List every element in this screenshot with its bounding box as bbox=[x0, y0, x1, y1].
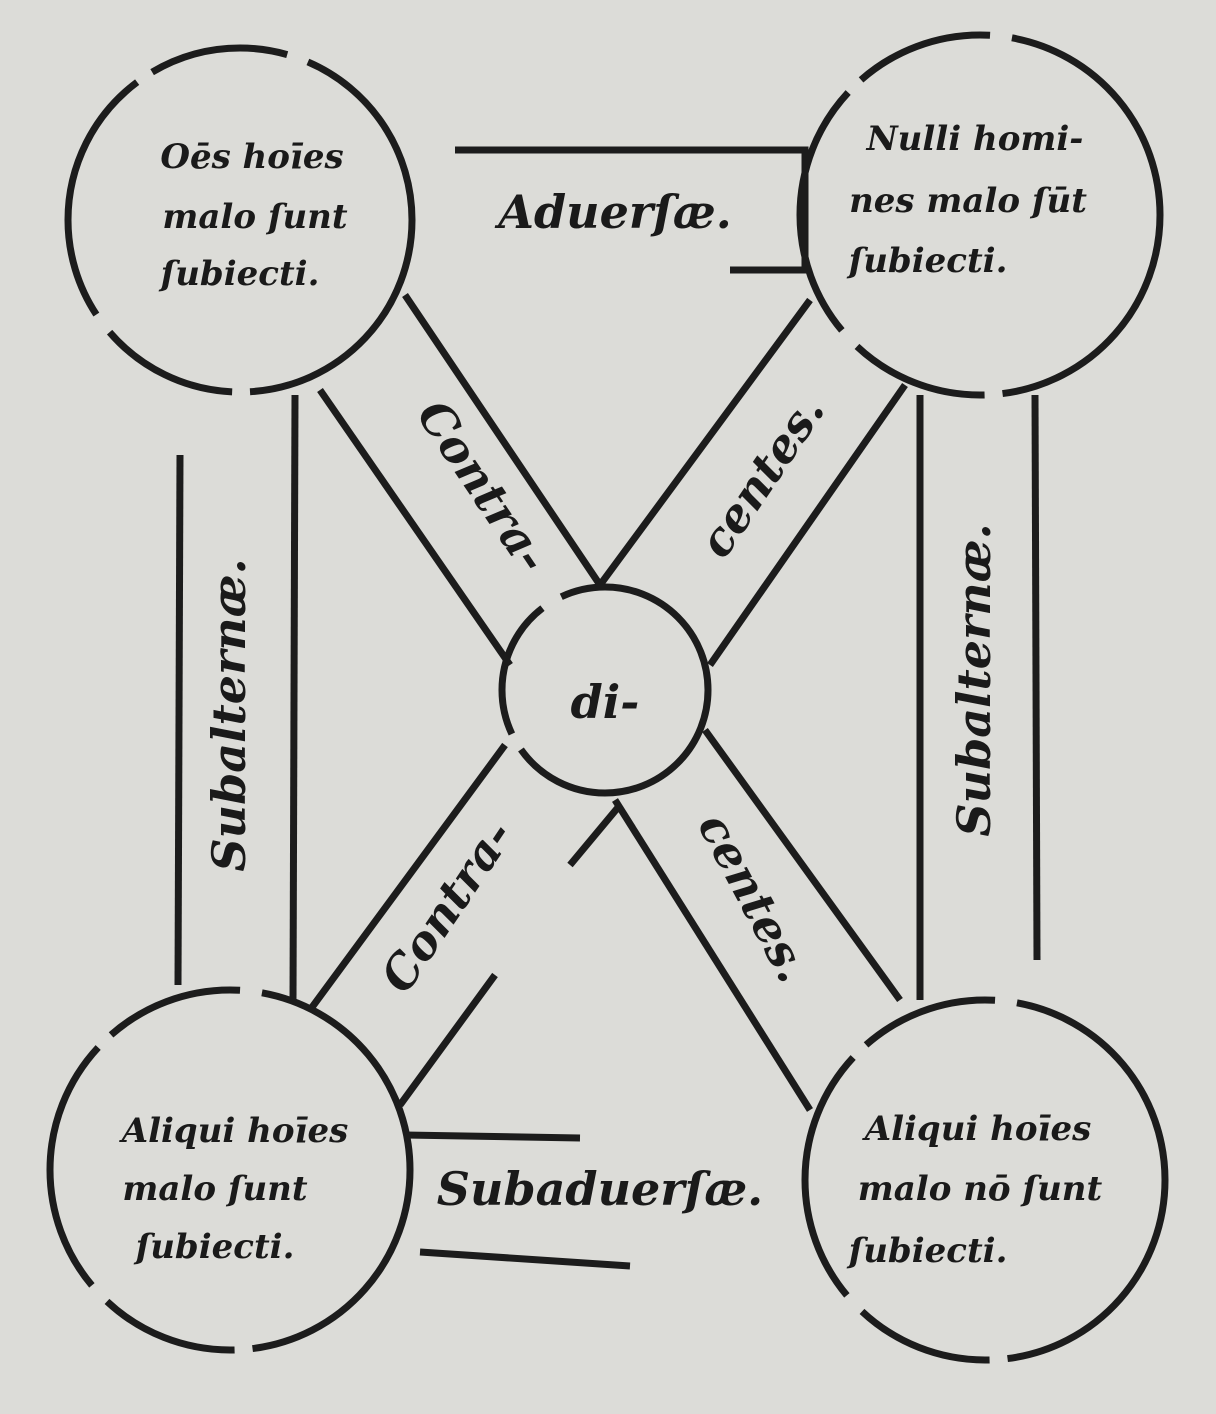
band-left-line bbox=[174, 454, 184, 986]
band-bottom-line bbox=[404, 1131, 581, 1142]
label-subalternae-left: Subalternæ. bbox=[202, 558, 256, 871]
label-centes-upper: centes. bbox=[688, 385, 835, 567]
svg-text:malo nō ſunt: malo nō ſunt bbox=[858, 1169, 1103, 1209]
proposition-top-left: Oēs hoīes malo ſunt ſubiecti. bbox=[158, 137, 348, 294]
circle-top-left bbox=[64, 44, 416, 396]
band-diagonal-line bbox=[397, 972, 498, 1108]
label-center-di: di- bbox=[571, 675, 640, 729]
band-right-line bbox=[1031, 394, 1041, 961]
svg-text:Oēs hoīes: Oēs hoīes bbox=[160, 137, 343, 177]
band-diagonal-line bbox=[597, 297, 813, 588]
svg-text:nes malo ſūt: nes malo ſūt bbox=[849, 181, 1087, 221]
band-diagonal-line bbox=[567, 802, 623, 868]
label-centes-lower: centes. bbox=[687, 804, 821, 991]
band-diagonal-line bbox=[707, 382, 908, 668]
band-diagonal-line bbox=[317, 388, 513, 667]
band-diagonal-line bbox=[402, 293, 603, 587]
svg-text:Aliqui hoīes: Aliqui hoīes bbox=[119, 1111, 349, 1151]
proposition-top-right: Nulli homi- nes malo ſūt ſubiecti. bbox=[846, 119, 1088, 281]
svg-text:malo ſunt: malo ſunt bbox=[122, 1169, 308, 1209]
band-diagonal-line bbox=[307, 742, 508, 1013]
circle-bottom-left bbox=[46, 986, 414, 1354]
label-aduersae: Aduerſæ. bbox=[494, 185, 731, 239]
band-diagonal-line bbox=[702, 727, 903, 1003]
svg-text:Aliqui hoīes: Aliqui hoīes bbox=[862, 1109, 1092, 1149]
svg-text:ſubiecti.: ſubiecti. bbox=[158, 254, 320, 294]
circle-top-right bbox=[796, 31, 1164, 399]
circle-center bbox=[498, 583, 712, 797]
proposition-bottom-left: Aliqui hoīes malo ſunt ſubiecti. bbox=[119, 1111, 349, 1267]
circle-bottom-right bbox=[801, 996, 1169, 1364]
svg-text:ſubiecti.: ſubiecti. bbox=[846, 1231, 1008, 1271]
svg-text:ſubiecti.: ſubiecti. bbox=[133, 1227, 295, 1267]
band-bottom-line bbox=[419, 1248, 631, 1270]
label-subalternae-right: Subalternæ. bbox=[947, 523, 1001, 836]
svg-text:ſubiecti.: ſubiecti. bbox=[846, 241, 1008, 281]
label-subaduersae: Subaduerſæ. bbox=[437, 1162, 763, 1216]
proposition-bottom-right: Aliqui hoīes malo nō ſunt ſubiecti. bbox=[846, 1109, 1103, 1271]
band-left-line bbox=[289, 394, 299, 1001]
band-top bbox=[455, 146, 809, 274]
svg-text:Nulli homi-: Nulli homi- bbox=[866, 119, 1084, 159]
label-contra-lower: Contra- bbox=[370, 810, 524, 1002]
svg-text:malo ſunt: malo ſunt bbox=[162, 197, 348, 237]
band-diagonal-line bbox=[612, 798, 813, 1112]
